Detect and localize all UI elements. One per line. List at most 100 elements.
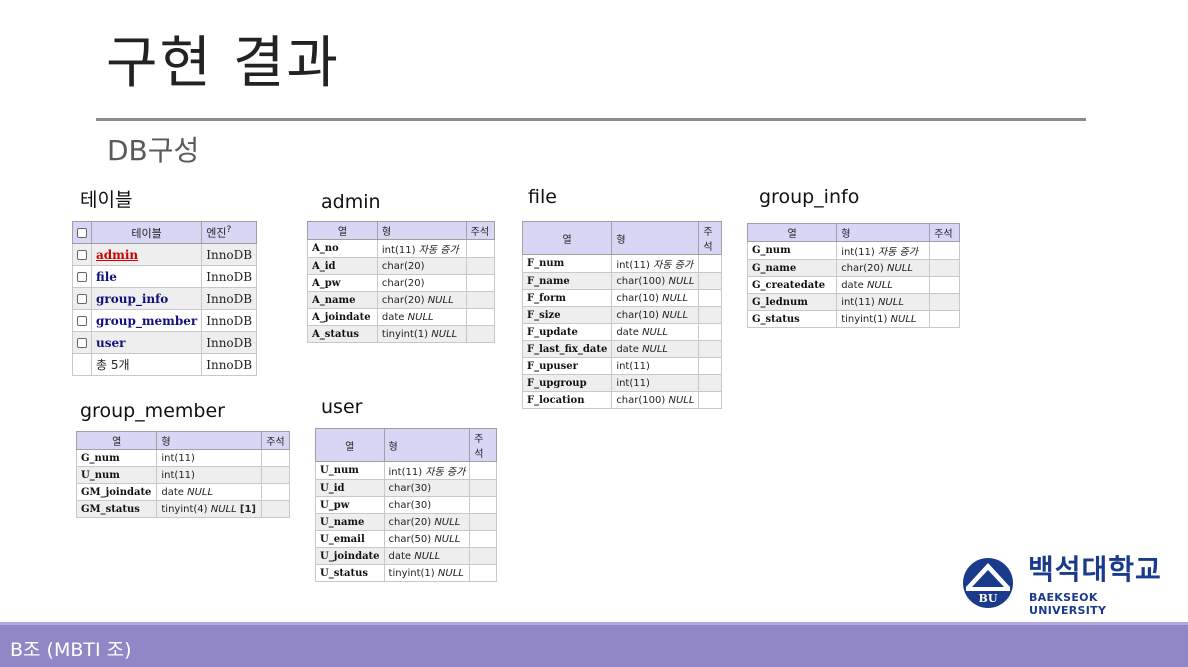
comment-header[interactable]: 주석 [261,431,290,450]
comment-header[interactable]: 주석 [698,221,722,255]
column-attribute: NULL [662,309,689,321]
type-header[interactable]: 형 [376,221,467,240]
table-link-user[interactable]: user [90,331,203,354]
column-type: tinyint(1) NULL [376,325,467,343]
row-checkbox[interactable] [77,316,87,326]
university-name-en: BAEKSEOK UNIVERSITY [1029,591,1107,617]
column-type: char(20) NULL [836,259,931,277]
column-name: U_status [315,564,385,582]
column-attribute: NULL [187,486,214,498]
table-link-group-member[interactable]: group_member [90,309,203,332]
comment-header[interactable]: 주석 [469,428,497,462]
type-header[interactable]: 형 [836,223,931,242]
column-attribute: NULL [668,275,695,287]
column-name: GM_joindate [75,483,158,501]
table-link-file[interactable]: file [90,265,203,288]
row-checkbox[interactable] [77,294,87,304]
column-type: date NULL [836,276,931,294]
column-comment [929,241,960,260]
column-name: U_id [315,479,385,497]
footer-team-label: B조 (MBTI 조) [10,639,132,661]
column-header[interactable]: 열 [75,431,158,450]
title-divider [96,118,1086,121]
column-attribute: NULL [210,503,237,515]
type-header[interactable]: 형 [156,431,263,450]
column-comment [929,276,960,294]
column-type: int(11) 자동 증가 [383,461,471,480]
column-attribute: 자동 증가 [418,245,459,256]
table-column-header[interactable]: 테이블 [90,221,203,244]
table-row: admin InnoDB [72,243,258,266]
column-type: char(10) NULL [611,306,700,324]
engine-column-header[interactable]: 엔진? [201,221,258,244]
column-comment [465,257,496,275]
column-attribute: NULL [662,292,689,304]
row-checkbox[interactable] [77,250,87,260]
footer-bar: B조 (MBTI 조) [0,622,1188,667]
row-checkbox-cell [72,331,92,354]
row-checkbox-cell [72,309,92,332]
column-name: F_num [521,254,613,273]
comment-header[interactable]: 주석 [465,221,496,240]
column-type: int(11) [156,449,263,467]
column-header[interactable]: 열 [521,221,613,255]
column-attribute: NULL [431,328,458,340]
row-checkbox[interactable] [77,272,87,282]
column-type: char(30) [383,479,471,497]
table-total-count: 총 5개 [90,353,203,376]
column-name: G_createdate [746,276,838,294]
type-header[interactable]: 형 [611,221,700,255]
column-type: date NULL [611,323,700,341]
column-name: F_upuser [521,357,613,375]
column-type: char(100) NULL [611,272,700,290]
column-type: tinyint(1) NULL [383,564,471,582]
column-name: U_num [315,461,385,480]
table-row: file InnoDB [72,265,258,288]
type-header[interactable]: 형 [383,428,471,462]
column-name: F_last_fix_date [521,340,613,358]
table-link-admin[interactable]: admin [90,243,203,266]
column-name: A_id [307,257,378,275]
column-comment [465,325,496,343]
table-link-group-info[interactable]: group_info [90,287,203,310]
column-comment [698,289,722,307]
comment-header[interactable]: 주석 [929,223,960,242]
tables-list: 테이블 엔진? admin InnoDB file InnoDB group_i… [72,221,258,376]
column-comment [698,340,722,358]
column-type: char(10) NULL [611,289,700,307]
engine-help-icon[interactable]: ? [226,224,232,236]
row-checkbox-cell [72,243,92,266]
column-type: date NULL [383,547,471,565]
column-name: U_joindate [315,547,385,565]
column-attribute: NULL [668,394,695,406]
engine-value: InnoDB [201,265,258,288]
column-name: G_num [75,449,158,467]
column-header[interactable]: 열 [746,223,838,242]
table-row: group_info InnoDB [72,287,258,310]
column-name: G_num [746,241,838,260]
column-comment [698,254,722,273]
column-comment [261,483,290,501]
select-all-checkbox[interactable] [77,228,87,238]
column-type: char(50) NULL [383,530,471,548]
row-checkbox[interactable] [77,338,87,348]
column-header[interactable]: 열 [307,221,378,240]
column-header[interactable]: 열 [315,428,385,462]
